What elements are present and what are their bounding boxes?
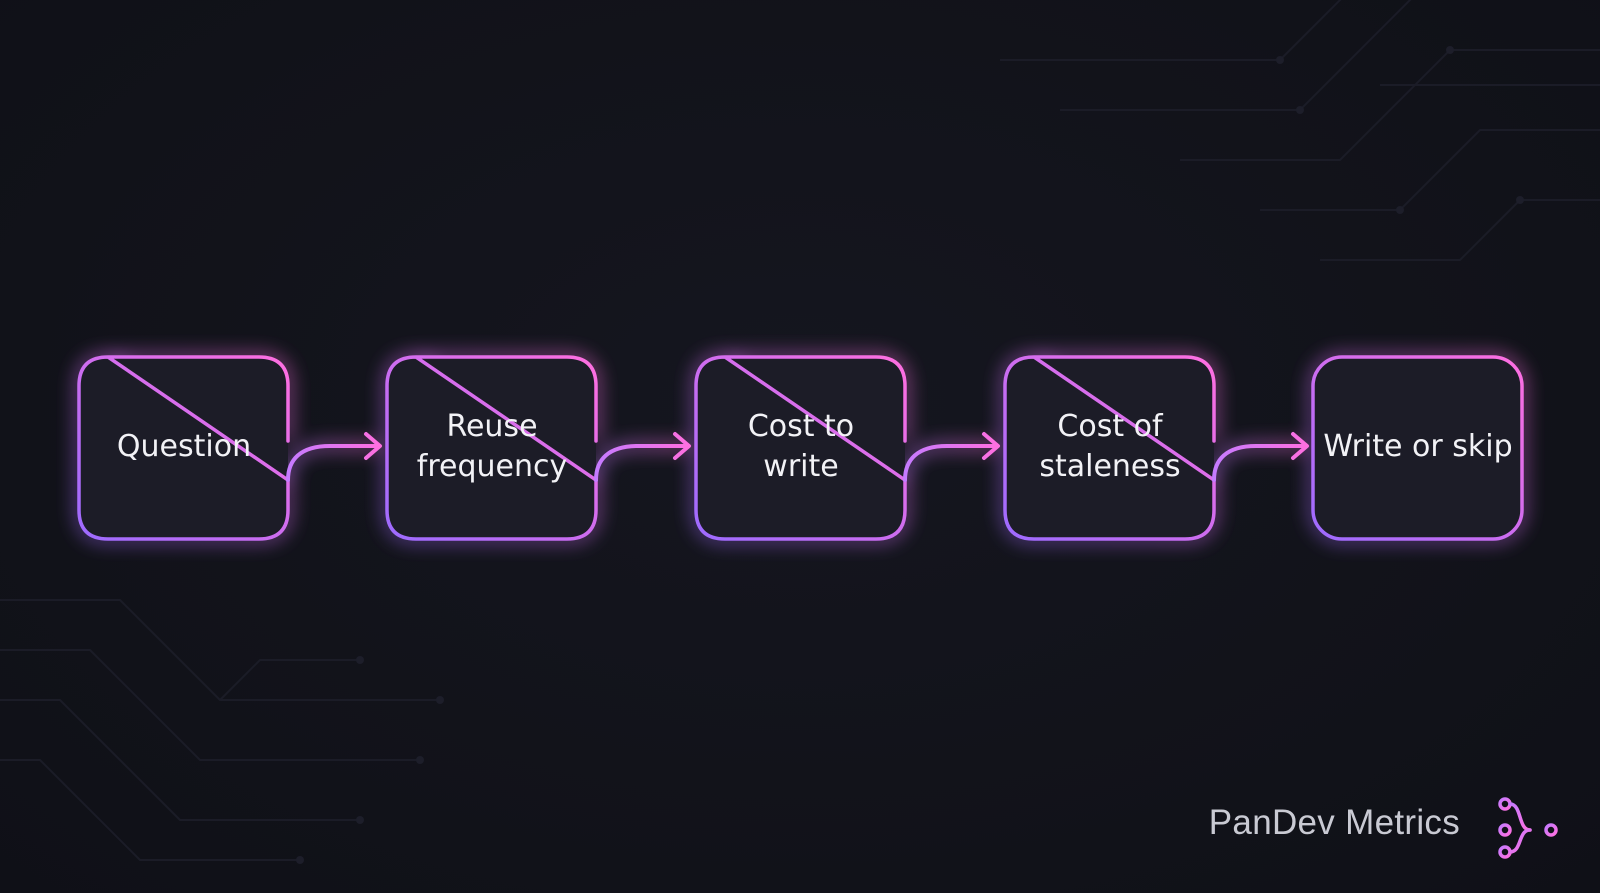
connector-arrow-3 [903, 432, 1000, 482]
step-label-cost-to-write: Cost to write [747, 409, 855, 484]
connector-arrow-4 [1212, 432, 1309, 482]
step-node-cost-to-write [696, 357, 905, 539]
step-border-cost-of-staleness [1003, 355, 1216, 541]
step-node-cost-of-staleness [1005, 357, 1214, 539]
step-border-cost-to-write [694, 355, 907, 541]
step-label-reuse-frequency: Reuse frequency [416, 409, 568, 484]
connector-arrow-2 [594, 432, 691, 482]
step-border-question [77, 355, 290, 541]
step-border-reuse-frequency [385, 355, 598, 541]
step-node-question [79, 357, 288, 539]
step-node-write-or-skip [1313, 357, 1522, 539]
connector-arrow-1 [286, 432, 382, 482]
step-label-cost-of-staleness: Cost of staleness [1039, 409, 1181, 484]
step-label-question: Question [116, 429, 252, 464]
brand-name: PanDev Metrics [1208, 803, 1460, 842]
step-node-reuse-frequency [387, 357, 596, 539]
branching-nodes-icon [1498, 797, 1558, 859]
step-border-write-or-skip [1311, 355, 1524, 541]
step-label-write-or-skip: Write or skip [1323, 429, 1513, 464]
